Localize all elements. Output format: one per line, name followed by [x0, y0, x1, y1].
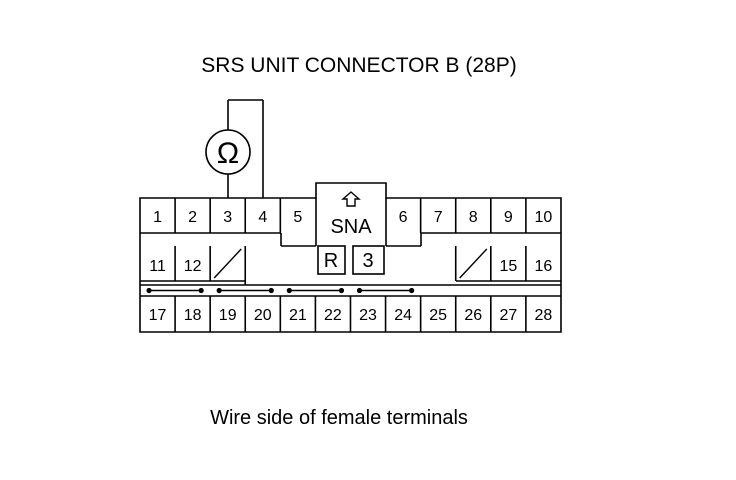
diagram-title: SRS UNIT CONNECTOR B (28P) — [201, 54, 516, 77]
up-arrow-icon — [341, 191, 361, 207]
terminal-2: 2 — [188, 209, 197, 226]
terminal-16: 16 — [535, 258, 553, 275]
terminal-7: 7 — [434, 209, 443, 226]
terminal-19: 19 — [219, 307, 237, 324]
terminal-9: 9 — [504, 209, 513, 226]
terminal-4: 4 — [258, 209, 267, 226]
mark-r: R — [324, 250, 338, 272]
terminal-8: 8 — [469, 209, 478, 226]
terminal-1: 1 — [153, 209, 162, 226]
blank-cavity-left — [213, 248, 242, 279]
terminal-22: 22 — [324, 307, 342, 324]
terminal-27: 27 — [499, 307, 517, 324]
terminal-24: 24 — [394, 307, 412, 324]
terminal-28: 28 — [535, 307, 553, 324]
terminal-18: 18 — [184, 307, 202, 324]
terminal-20: 20 — [254, 307, 272, 324]
housing-label: SNA — [330, 216, 372, 238]
shorting-bar-19-20 — [216, 287, 274, 294]
terminal-26: 26 — [464, 307, 482, 324]
shorting-bars — [146, 287, 415, 294]
diagram-caption: Wire side of female terminals — [210, 407, 468, 429]
blank-cavity-right — [459, 248, 488, 279]
terminal-6: 6 — [399, 209, 408, 226]
terminal-17: 17 — [149, 307, 167, 324]
terminal-3: 3 — [223, 209, 232, 226]
terminal-21: 21 — [289, 307, 307, 324]
terminal-5: 5 — [293, 209, 302, 226]
terminal-25: 25 — [429, 307, 447, 324]
shorting-bar-23-24 — [356, 287, 415, 294]
terminal-11: 11 — [149, 258, 166, 275]
terminal-10: 10 — [535, 209, 553, 226]
ohmmeter-icon — [205, 129, 251, 175]
terminal-12: 12 — [184, 258, 202, 275]
shorting-bar-21-22 — [286, 287, 345, 294]
ohm-symbol: Ω — [217, 137, 239, 170]
terminal-23: 23 — [359, 307, 377, 324]
housing-key: SNA R 3 — [317, 191, 385, 275]
terminal-15: 15 — [499, 258, 517, 275]
shorting-bar-17-18 — [146, 287, 204, 294]
mark-3: 3 — [362, 250, 373, 272]
ohmmeter: Ω — [205, 99, 264, 198]
